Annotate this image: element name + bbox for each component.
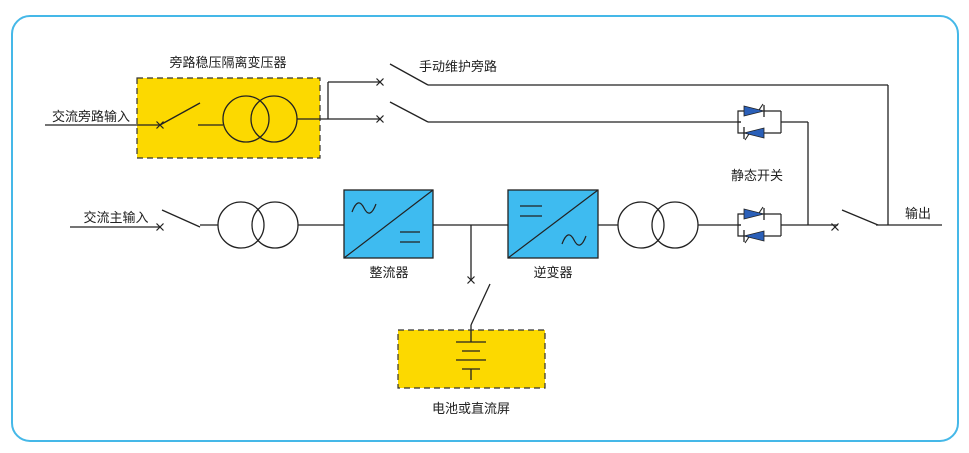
bypass-transformer-box [136,77,321,159]
ac-main-input-label: 交流主输入 [83,210,148,226]
output-transformer-icon [617,201,699,249]
battery-icon [456,330,486,380]
outer-frame [11,15,959,442]
battery-label: 电池或直流屏 [432,402,510,417]
inverter-label: 逆变器 [533,265,572,281]
static-switch-label: 静态开关 [731,169,783,184]
output-label: 输出 [905,206,931,222]
inverter-thyristor-icon [737,206,785,244]
main-input-switch [161,209,201,228]
rectifier-icon [343,189,434,259]
main-transformer-icon [217,201,299,249]
bypass-thyristor-icon [737,103,785,141]
output-switch [841,209,879,226]
bypass-input-switch [159,102,201,126]
manual-bypass-label: 手动维护旁路 [419,59,497,75]
bypass-transformer-label: 旁路稳压隔离变压器 [169,55,286,71]
rectifier-label: 整流器 [369,266,408,281]
manual-bypass-switch [389,63,429,86]
battery-switch [470,283,491,326]
ac-bypass-input-label: 交流旁路输入 [52,109,130,125]
inverter-icon [507,189,599,259]
static-bypass-switch [389,101,429,123]
